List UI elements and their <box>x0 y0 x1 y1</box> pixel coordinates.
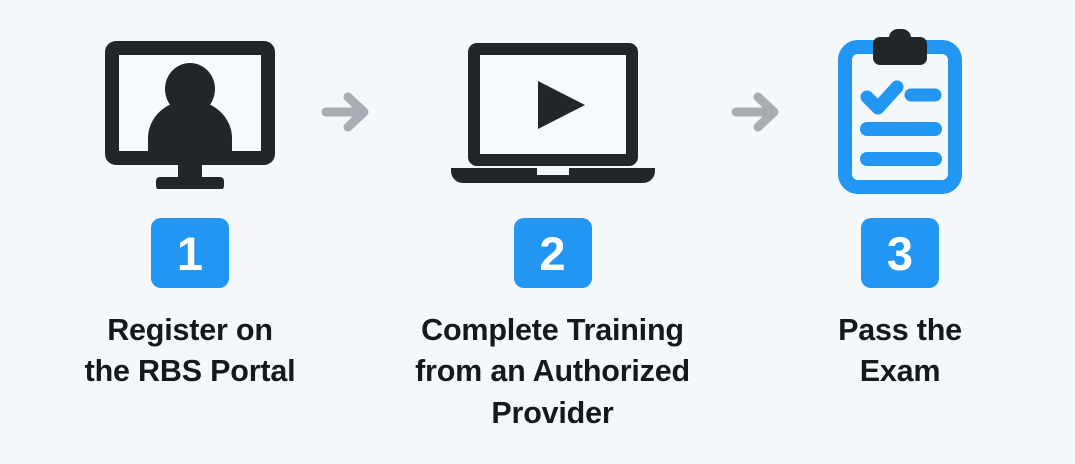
clipboard-checklist-icon <box>838 29 962 194</box>
step-1-label: Register on the RBS Portal <box>84 313 296 389</box>
step-2-icon-wrapper <box>447 28 659 198</box>
step-3-label: Pass the Exam <box>838 313 962 389</box>
step-3-number-badge: 3 <box>861 218 939 288</box>
step-3: 3 Pass the Exam <box>793 0 1008 393</box>
step-2: 2 Complete Training from an Authorized P… <box>383 0 723 434</box>
laptop-video-play-icon <box>450 43 655 183</box>
desktop-monitor-user-icon <box>105 41 275 189</box>
arrow-right-icon <box>321 92 368 132</box>
arrow-right-icon <box>731 92 778 132</box>
step-1: 1 Register on the RBS Portal <box>68 0 313 393</box>
step-3-icon-wrapper <box>835 28 965 198</box>
step-1-icon-wrapper <box>101 28 279 198</box>
connector-1 <box>313 0 383 136</box>
connector-2 <box>723 0 793 136</box>
step-2-label: Complete Training from an Authorized Pro… <box>415 313 690 430</box>
step-1-number-badge: 1 <box>151 218 229 288</box>
step-2-number-badge: 2 <box>513 218 592 288</box>
